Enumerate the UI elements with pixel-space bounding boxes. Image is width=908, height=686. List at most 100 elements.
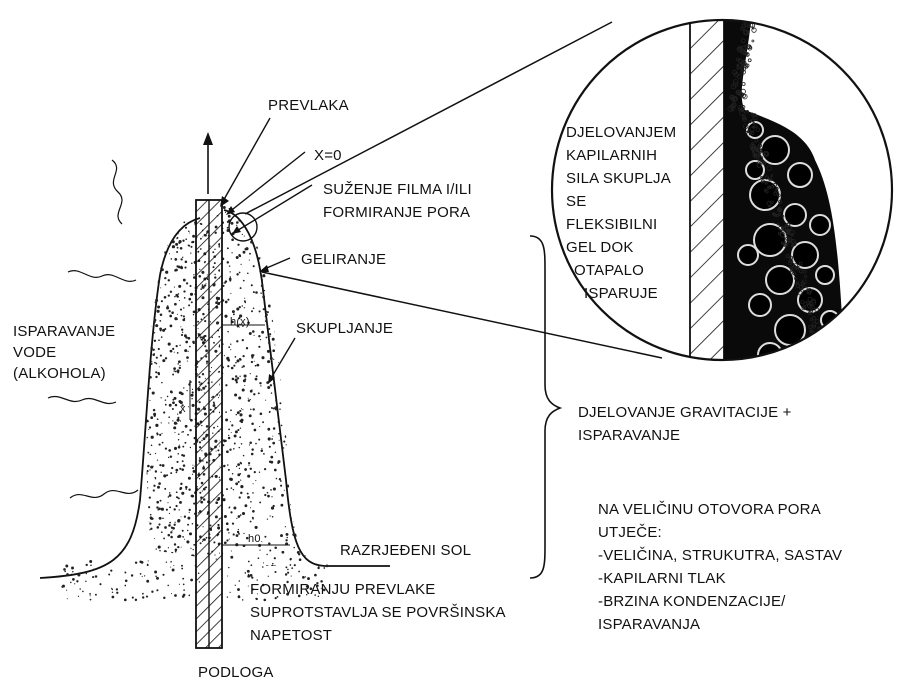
sol-particle: [156, 363, 158, 365]
sol-particle: [142, 596, 144, 598]
inset-line-6: GEL DOK: [566, 238, 634, 257]
sol-particle: [250, 521, 252, 523]
sol-particle: [172, 348, 174, 350]
sol-particle: [262, 421, 264, 423]
sol-particle: [290, 377, 293, 380]
sol-particle: [272, 320, 274, 322]
sol-particle: [285, 566, 287, 568]
sol-particle: [193, 311, 196, 314]
sol-particle: [193, 314, 194, 315]
sol-particle: [228, 346, 230, 348]
sol-particle: [253, 483, 254, 484]
sol-particle: [236, 307, 239, 310]
sol-particle: [274, 557, 276, 559]
sol-particle: [154, 362, 156, 364]
sol-particle: [189, 285, 191, 287]
sol-particle: [270, 456, 273, 459]
inset-line-8: ISPARUJE: [584, 284, 658, 303]
sol-particle: [110, 570, 112, 572]
sol-particle: [162, 442, 164, 444]
sol-particle: [139, 392, 140, 393]
sol-particle: [274, 547, 277, 550]
sol-particle: [298, 248, 299, 249]
sol-particle: [295, 284, 297, 286]
sol-particle: [276, 236, 278, 238]
sol-particle: [136, 329, 138, 331]
sol-particle: [191, 554, 194, 557]
sol-particle: [304, 312, 306, 314]
gel-particle: [818, 345, 820, 347]
sol-particle: [76, 580, 78, 582]
sol-particle: [307, 547, 310, 550]
sol-particle: [168, 294, 170, 296]
sol-particle: [293, 417, 295, 419]
sol-particle: [169, 506, 171, 508]
sol-particle: [147, 564, 149, 566]
sol-particle: [239, 496, 241, 498]
sol-particle: [290, 271, 292, 273]
sol-particle: [156, 267, 158, 269]
sol-particle: [137, 405, 139, 407]
sol-particle: [287, 569, 289, 571]
sol-particle: [85, 581, 86, 582]
sol-particle: [255, 291, 258, 294]
sol-particle: [162, 329, 165, 332]
sol-particle: [191, 398, 192, 399]
sol-particle: [187, 215, 188, 216]
sol-particle: [238, 220, 240, 222]
sol-particle: [146, 300, 148, 302]
sol-particle: [267, 492, 269, 494]
sol-particle: [147, 277, 148, 278]
sol-particle: [135, 362, 137, 364]
sol-particle: [181, 568, 183, 570]
sol-particle: [299, 558, 302, 561]
sol-particle: [178, 285, 181, 288]
sol-particle: [301, 371, 303, 373]
sol-particle: [158, 546, 161, 549]
sol-particle: [305, 576, 306, 577]
sol-particle: [72, 571, 73, 572]
gel-particle: [821, 348, 825, 352]
label-suzenje-2: FORMIRANJE PORA: [323, 203, 470, 222]
sol-particle: [239, 306, 241, 308]
sol-particle: [154, 353, 155, 354]
sol-particle: [300, 349, 302, 351]
sol-particle: [286, 444, 287, 445]
sol-particle: [148, 317, 150, 319]
pore: [816, 266, 834, 284]
sol-particle: [308, 415, 311, 418]
sol-particle: [135, 393, 137, 395]
sol-particle: [179, 345, 180, 346]
sol-particle: [240, 462, 242, 464]
sol-particle: [264, 494, 266, 496]
sol-particle: [79, 588, 81, 590]
sol-particle: [255, 443, 257, 445]
sol-particle: [273, 383, 275, 385]
sol-particle: [187, 434, 189, 436]
sol-particle: [185, 486, 188, 489]
sol-particle: [300, 348, 303, 351]
sol-particle: [191, 394, 194, 397]
sol-particle: [193, 342, 195, 344]
sol-particle: [268, 342, 270, 344]
sol-particle: [149, 496, 151, 498]
sol-particle: [155, 273, 156, 274]
sol-particle: [184, 334, 187, 337]
sol-particle: [244, 385, 245, 386]
sol-particle: [283, 447, 284, 448]
sol-particle: [66, 590, 67, 591]
sol-particle: [225, 301, 228, 304]
sol-particle: [187, 524, 189, 526]
sol-particle: [239, 580, 241, 582]
sol-particle: [291, 223, 292, 224]
sol-particle: [149, 529, 150, 530]
sol-particle: [287, 250, 288, 251]
sol-particle: [164, 296, 167, 299]
sol-particle: [226, 539, 228, 541]
sol-particle: [294, 228, 296, 230]
sol-particle: [137, 476, 138, 477]
sol-particle: [165, 404, 167, 406]
sol-particle: [227, 575, 228, 576]
gel-particle: [817, 334, 819, 336]
